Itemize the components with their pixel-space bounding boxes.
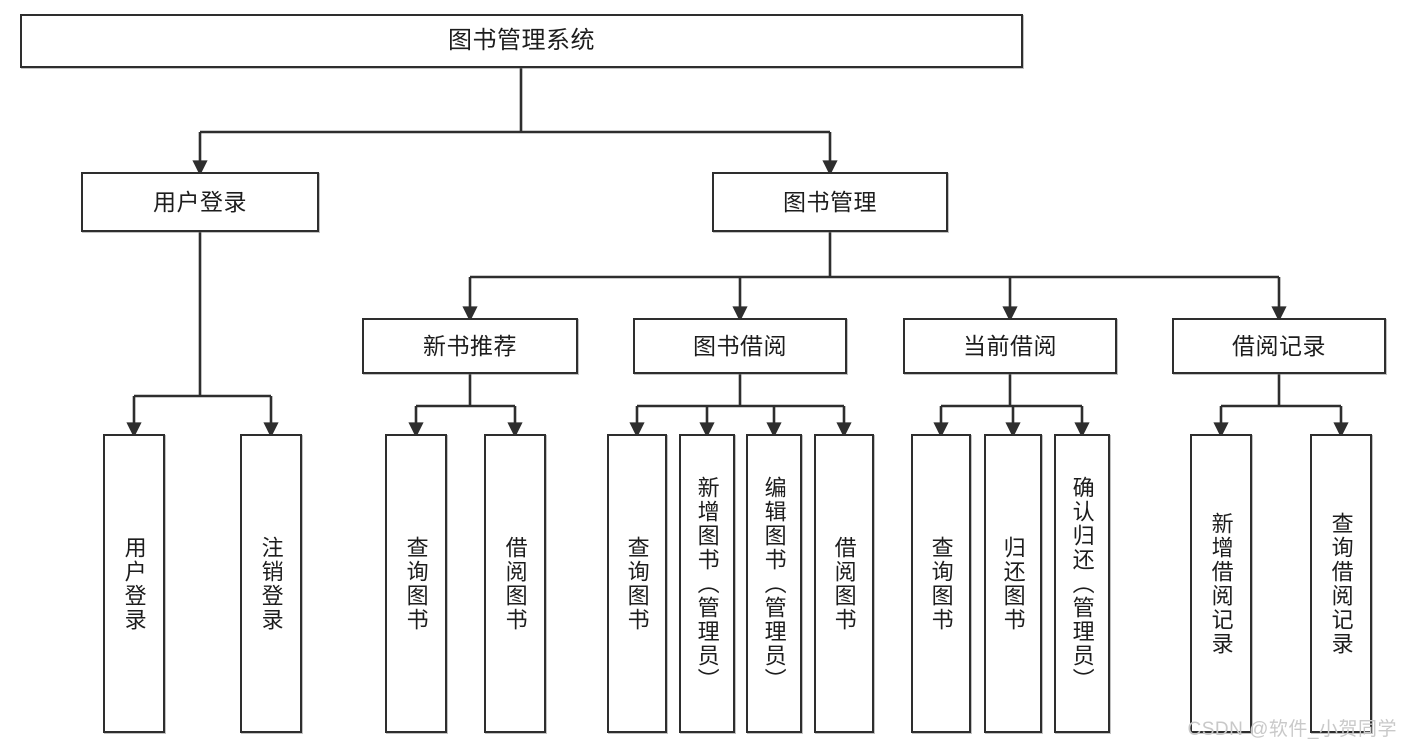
- node-label: 新增借阅记录: [1208, 511, 1234, 656]
- node-leaf-edit-book[interactable]: 编辑图书（管理员）: [746, 434, 802, 733]
- node-leaf-add-book[interactable]: 新增图书（管理员）: [679, 434, 735, 733]
- node-new-book-rec[interactable]: 新书推荐: [362, 318, 578, 374]
- node-label: 当前借阅: [963, 332, 1057, 359]
- node-leaf-borrow-book-1[interactable]: 借阅图书: [484, 434, 546, 733]
- node-label: 借阅图书: [831, 535, 857, 632]
- node-leaf-user-login[interactable]: 用户登录: [103, 434, 165, 733]
- node-book-borrow[interactable]: 图书借阅: [633, 318, 847, 374]
- node-root-system[interactable]: 图书管理系统: [20, 14, 1023, 68]
- node-label: 注销登录: [258, 535, 284, 632]
- node-label: 查询图书: [624, 535, 650, 632]
- node-label: 归还图书: [1000, 535, 1026, 632]
- node-label: 编辑图书（管理员）: [761, 475, 787, 692]
- node-leaf-add-record[interactable]: 新增借阅记录: [1190, 434, 1252, 733]
- watermark-text: CSDN @软件_小贺同学: [1187, 719, 1397, 740]
- node-label: 图书管理: [783, 188, 877, 215]
- node-label: 图书管理系统: [448, 27, 595, 54]
- node-book-manage[interactable]: 图书管理: [712, 172, 948, 232]
- node-current-borrow[interactable]: 当前借阅: [903, 318, 1117, 374]
- node-leaf-return-book[interactable]: 归还图书: [984, 434, 1042, 733]
- node-label: 查询借阅记录: [1328, 511, 1354, 656]
- node-leaf-query-book-3[interactable]: 查询图书: [911, 434, 971, 733]
- node-leaf-borrow-book-2[interactable]: 借阅图书: [814, 434, 874, 733]
- node-label: 图书借阅: [693, 332, 787, 359]
- node-leaf-query-book-2[interactable]: 查询图书: [607, 434, 667, 733]
- node-label: 新增图书（管理员）: [694, 475, 720, 692]
- node-label: 借阅记录: [1232, 332, 1326, 359]
- node-borrow-record[interactable]: 借阅记录: [1172, 318, 1386, 374]
- node-label: 新书推荐: [423, 332, 517, 359]
- node-leaf-logout[interactable]: 注销登录: [240, 434, 302, 733]
- node-leaf-query-book-1[interactable]: 查询图书: [385, 434, 447, 733]
- node-label: 用户登录: [153, 188, 247, 215]
- node-user-login[interactable]: 用户登录: [81, 172, 319, 232]
- node-label: 确认归还（管理员）: [1069, 475, 1095, 692]
- node-label: 借阅图书: [502, 535, 528, 632]
- node-leaf-query-record[interactable]: 查询借阅记录: [1310, 434, 1372, 733]
- node-leaf-confirm-return[interactable]: 确认归还（管理员）: [1054, 434, 1110, 733]
- node-label: 查询图书: [928, 535, 954, 632]
- node-label: 用户登录: [121, 535, 147, 632]
- node-label: 查询图书: [403, 535, 429, 632]
